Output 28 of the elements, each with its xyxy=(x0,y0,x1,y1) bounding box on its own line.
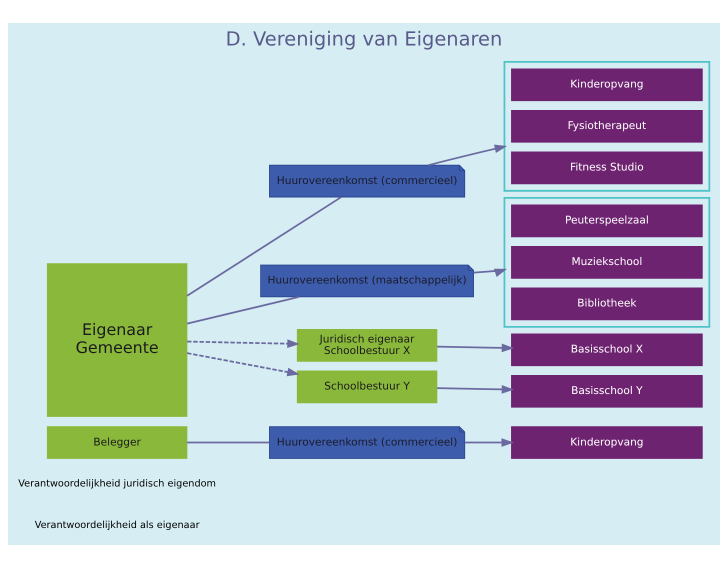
arrow xyxy=(474,268,507,277)
connector xyxy=(186,296,300,324)
node-box: Peuterspeelzaal xyxy=(511,204,703,238)
node-box: Muziekschool xyxy=(511,246,703,279)
cluster xyxy=(504,197,710,328)
legend-label: Verantwoordelijkheid juridisch eigendom xyxy=(18,478,216,490)
connector xyxy=(187,442,270,444)
node-box: Basisschool Y xyxy=(511,374,703,408)
diagram-title: D. Vereniging van Eigenaren xyxy=(226,28,502,51)
node-box: Fysiotherapeut xyxy=(511,110,703,143)
node-box: Basisschool X xyxy=(511,333,703,366)
arrow xyxy=(464,438,514,447)
arrow xyxy=(428,144,508,166)
arrow xyxy=(187,339,300,348)
connector xyxy=(186,196,342,297)
node-box: Bibliotheek xyxy=(511,288,703,320)
node-box: Belegger xyxy=(46,426,188,459)
node-box: Fitness Studio xyxy=(511,152,703,184)
legend-label: Verantwoordelijkheid als eigenaar xyxy=(34,520,200,532)
node-box: Juridisch eigenaar Schoolbestuur X xyxy=(296,329,438,362)
node-box: Kinderopvang xyxy=(511,426,703,459)
arrow xyxy=(186,352,300,376)
node-box: Schoolbestuur Y xyxy=(296,370,438,404)
arrow xyxy=(437,385,514,394)
cluster xyxy=(504,60,710,192)
node-box: Kinderopvang xyxy=(511,68,703,102)
node-box: Eigenaar Gemeente xyxy=(46,263,188,417)
arrow xyxy=(437,344,514,352)
